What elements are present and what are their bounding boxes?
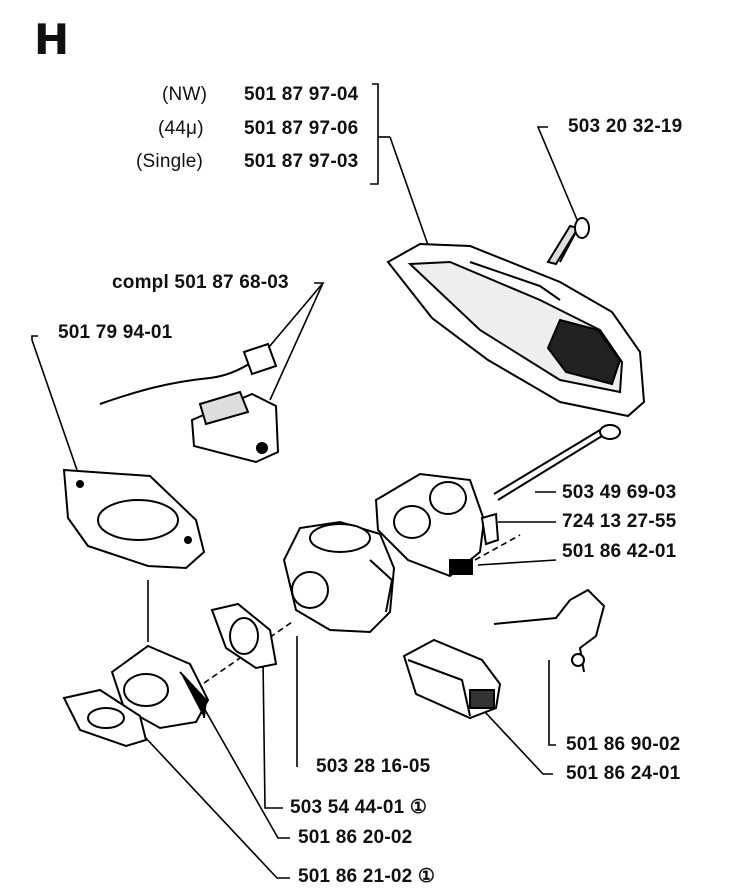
label-air-filter: 501 86 24-01 [566, 763, 681, 784]
alignment-line-2 [474, 534, 521, 561]
small-gasket-drawing [210, 602, 278, 670]
air-filter-drawing [402, 638, 502, 720]
label-carb-holder: 501 86 42-01 [562, 541, 677, 562]
label-throttle-lever: 501 86 90-02 [566, 734, 681, 755]
label-carburetor: 503 28 16-05 [316, 756, 431, 777]
variant-part: 501 87 97-04 [244, 84, 359, 105]
section-letter: H [34, 15, 70, 64]
variant-name: (NW) [162, 84, 208, 105]
leader-ignition-b [269, 282, 324, 401]
label-bottom-gasket: 501 86 21-02 ① [298, 866, 436, 887]
variant-name: (Single) [136, 151, 204, 172]
long-bolt-drawing [493, 424, 621, 501]
variant-bracket [370, 83, 379, 185]
variant-part: 501 87 97-03 [244, 151, 359, 172]
ignition-module-drawing [99, 342, 280, 464]
leader-small-gasket [262, 659, 283, 809]
leader-bolt [536, 126, 579, 223]
leader-throttle-lever [548, 660, 556, 746]
label-intake-elbow: 501 86 20-02 [298, 827, 413, 848]
leader-carb-holder [477, 559, 557, 566]
air-filter-cover [386, 242, 646, 418]
label-bolt: 503 20 32-19 [568, 116, 683, 137]
gasket-plate-drawing [62, 468, 206, 570]
variant-name: (44μ) [158, 118, 204, 139]
screw-drawing [480, 512, 500, 546]
bottom-gasket-drawing [62, 688, 148, 748]
leader-gasket-plate [31, 335, 78, 471]
intake-elbow-drawing [110, 644, 210, 730]
leader-cover [389, 136, 429, 246]
leader-bottom-gasket [142, 734, 290, 879]
variant-part: 501 87 97-06 [244, 118, 359, 139]
bolt-drawing [546, 217, 590, 266]
label-small-gasket: 503 54 44-01 ① [290, 797, 428, 818]
label-long-bolt: 503 49 69-03 [562, 482, 677, 503]
carb-holder-drawing [374, 472, 486, 578]
label-screw: 724 13 27-55 [562, 511, 677, 532]
label-gasket-plate: 501 79 94-01 [58, 322, 173, 343]
leader-air-filter [484, 711, 553, 775]
carburetor-drawing [282, 520, 396, 634]
throttle-lever-drawing [493, 588, 606, 673]
leader-intake-elbow [195, 693, 290, 839]
label-ignition-compl: compl 501 87 68-03 [112, 272, 289, 293]
